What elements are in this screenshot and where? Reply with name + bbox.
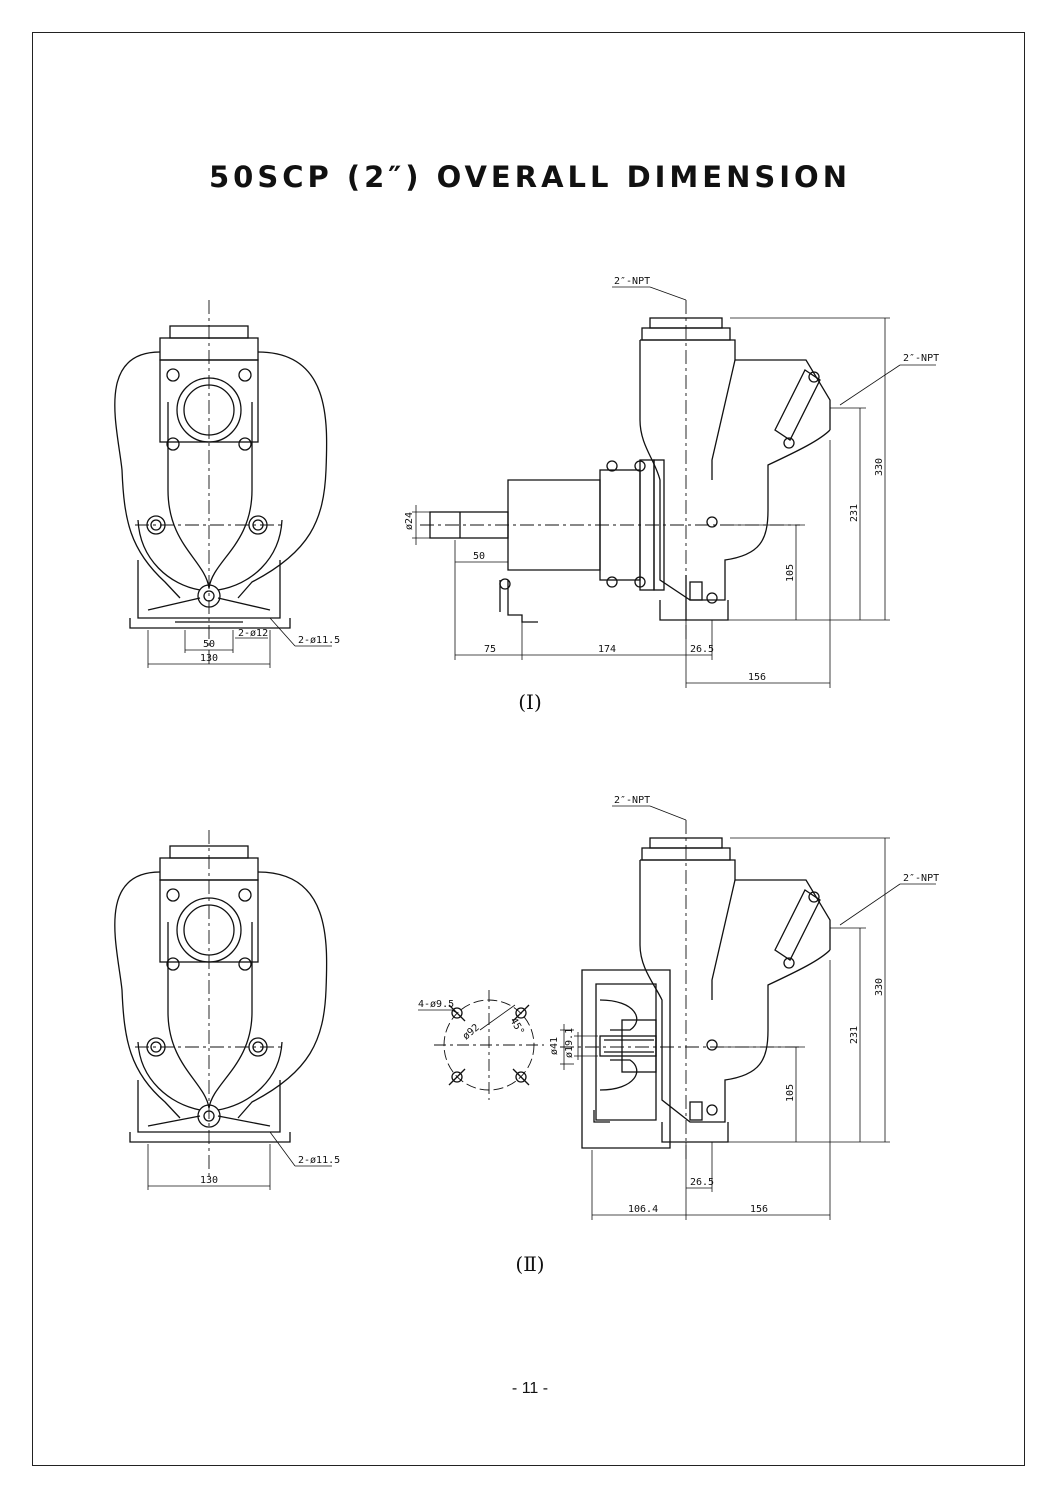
fig2-dim-105: 105 [785, 1084, 796, 1102]
fig1-dim-330: 330 [874, 458, 885, 476]
fig1-dim-231: 231 [849, 504, 860, 522]
fig2-front-labels: 130 2-ø11.5 [200, 1155, 340, 1186]
fig2-dim-26-5: 26.5 [690, 1177, 714, 1188]
fig1-inlet-label: 2″-NPT [614, 276, 650, 287]
page-title: 50SCP (2″) OVERALL DIMENSION [209, 160, 851, 194]
fig2-side-view [560, 805, 936, 1220]
fig2-angle-label: 45° [507, 1016, 526, 1037]
fig1-front-view [114, 300, 332, 668]
fig1-dim-156: 156 [748, 672, 766, 683]
fig2-dia-19-1: ø19.1 [564, 1028, 575, 1058]
fig1-dim-174: 174 [598, 644, 616, 655]
figure2-caption: (Ⅱ) [515, 1252, 545, 1276]
fig2-inlet-label: 2″-NPT [614, 795, 650, 806]
fig1-foot-hole-label: 2-ø11.5 [298, 635, 340, 646]
page-number: - 11 - [511, 1380, 549, 1397]
fig2-foot-hole-label: 2-ø11.5 [298, 1155, 340, 1166]
fig1-shaft-dia: ø24 [404, 512, 415, 530]
fig2-pcd-label: ø92 [461, 1022, 482, 1042]
fig1-outlet-label: 2″-NPT [903, 353, 939, 364]
fig2-side-labels: 2″-NPT 2″-NPT 26.5 106.4 156 ø41 ø19.1 1… [549, 795, 939, 1215]
figure1-caption: (Ⅰ) [518, 690, 542, 714]
fig1-dim-50: 50 [203, 639, 215, 650]
fig1-dim-26-5: 26.5 [690, 644, 714, 655]
fig2-dim-130: 130 [200, 1175, 218, 1186]
fig2-dim-231: 231 [849, 1026, 860, 1044]
fig2-outlet-label: 2″-NPT [903, 873, 939, 884]
fig1-dim-75: 75 [484, 644, 496, 655]
fig2-dia-41: ø41 [549, 1037, 560, 1055]
page-border [32, 32, 1025, 1466]
fig1-dim-105: 105 [785, 564, 796, 582]
fig2-dim-156: 156 [750, 1204, 768, 1215]
fig2-dim-330: 330 [874, 978, 885, 996]
fig1-hole-label: 2-ø12 [238, 628, 268, 639]
fig1-shaft-len: 50 [473, 551, 485, 562]
fig2-front-view [114, 830, 332, 1190]
fig1-front-labels: 50 130 2-ø12 2-ø11.5 [200, 628, 340, 664]
fig2-flange-view [418, 990, 544, 1100]
fig1-dim-130: 130 [200, 653, 218, 664]
fig2-holes-label: 4-ø9.5 [418, 999, 454, 1010]
fig2-dim-106-4: 106.4 [628, 1204, 658, 1215]
fig1-side-labels: 2″-NPT 2″-NPT 50 75 174 26.5 156 ø24 105… [404, 276, 939, 683]
fig1-side-view [412, 286, 936, 688]
